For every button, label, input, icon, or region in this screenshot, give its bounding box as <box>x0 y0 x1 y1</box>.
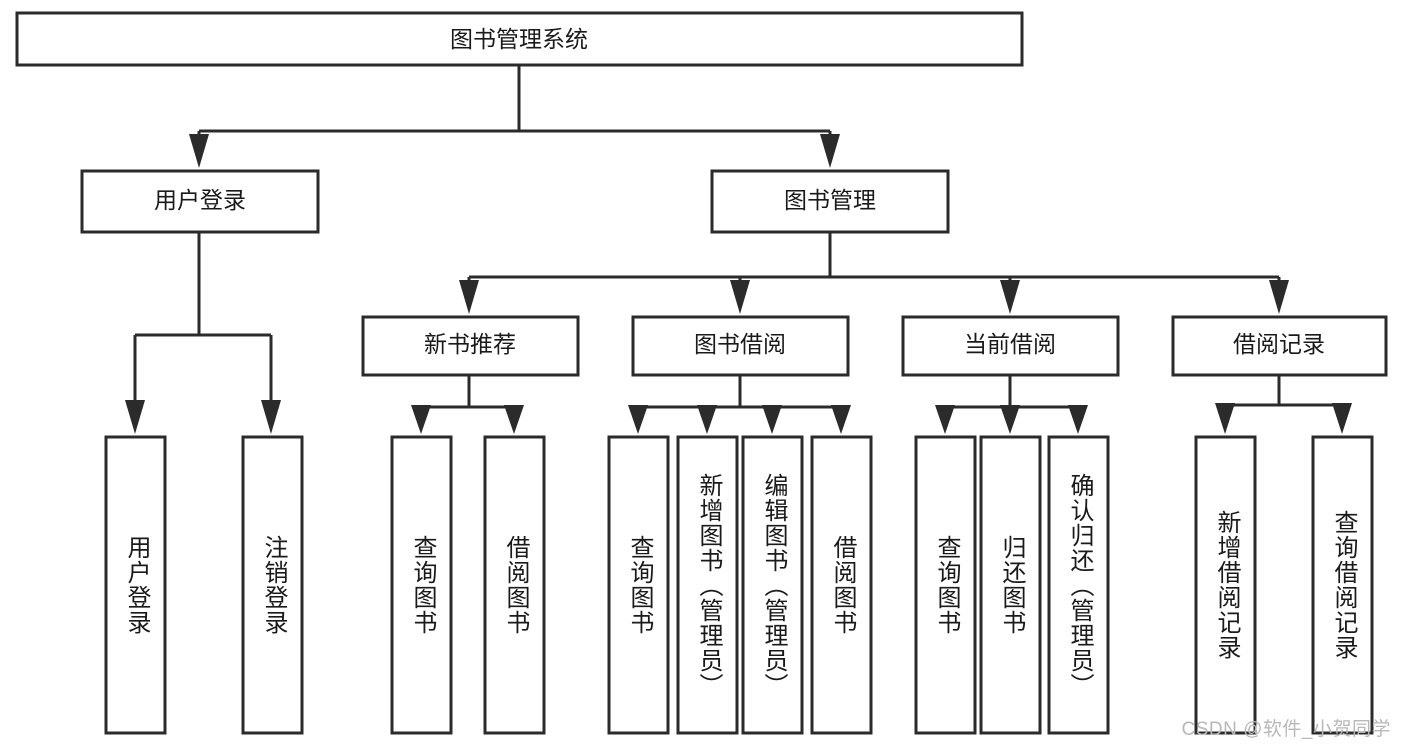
arrow-head-leaf-query-book-2 <box>628 405 648 434</box>
leaf-query-book-2-box[interactable] <box>607 435 670 735</box>
arrow-head-leaf-edit-book <box>762 405 782 434</box>
leaf-user-logout[interactable] <box>241 435 304 735</box>
node-current-borrow-label: 当前借阅 <box>964 331 1056 357</box>
node-book-borrow-label: 图书借阅 <box>694 331 786 357</box>
arrow-head-leaf-borrow-book-1 <box>504 405 524 434</box>
leaf-return-book-box[interactable] <box>979 435 1042 735</box>
leaf-return-book[interactable] <box>979 435 1042 735</box>
leaf-confirm-return-box[interactable] <box>1047 435 1110 735</box>
node-new-book-recommend-label: 新书推荐 <box>424 331 516 357</box>
node-root[interactable]: 图书管理系统 <box>15 11 1024 67</box>
leaf-borrow-book-2[interactable] <box>810 435 873 735</box>
node-borrow-record[interactable]: 借阅记录 <box>1171 315 1388 377</box>
node-borrow-record-box[interactable] <box>1171 315 1388 377</box>
connector-group-current-borrow <box>935 375 1088 434</box>
node-borrow-record-label: 借阅记录 <box>1233 331 1325 357</box>
arrow-head-leaf-confirm-return <box>1068 405 1088 434</box>
arrow-head-new-book-recommend <box>459 280 479 314</box>
leaf-add-record[interactable] <box>1194 435 1257 735</box>
leaf-confirm-return[interactable] <box>1047 435 1110 735</box>
leaf-edit-book[interactable] <box>741 435 804 735</box>
arrow-head-book-management <box>820 134 840 168</box>
leaf-user-login[interactable] <box>104 435 167 735</box>
arrow-head-current-borrow <box>1000 280 1020 314</box>
leaf-user-login-box[interactable] <box>104 435 167 735</box>
leaf-query-record-box[interactable] <box>1311 435 1374 735</box>
node-book-borrow[interactable]: 图书借阅 <box>631 315 850 377</box>
node-root-box[interactable] <box>15 11 1024 67</box>
node-user-login[interactable]: 用户登录 <box>80 169 320 234</box>
arrow-head-leaf-add-book <box>697 405 717 434</box>
connector-group-new-book-recommend <box>411 375 524 434</box>
leaf-query-record[interactable] <box>1311 435 1374 735</box>
connector-group-borrow-record <box>1215 375 1352 434</box>
leaf-query-book-3[interactable] <box>914 435 977 735</box>
connector-group-root <box>189 65 840 168</box>
node-new-book-recommend-box[interactable] <box>361 315 580 377</box>
arrow-head-leaf-borrow-book-2 <box>831 405 851 434</box>
arrow-head-borrow-record <box>1269 280 1289 314</box>
node-new-book-recommend[interactable]: 新书推荐 <box>361 315 580 377</box>
node-root-label: 图书管理系统 <box>450 26 588 52</box>
leaf-query-book-3-box[interactable] <box>914 435 977 735</box>
node-book-borrow-box[interactable] <box>631 315 850 377</box>
leaf-borrow-book-2-box[interactable] <box>810 435 873 735</box>
node-current-borrow-box[interactable] <box>901 315 1120 377</box>
leaf-user-logout-box[interactable] <box>241 435 304 735</box>
leaf-query-book-1-box[interactable] <box>390 435 453 735</box>
node-book-management-box[interactable] <box>710 169 950 234</box>
arrow-head-leaf-query-record <box>1332 403 1352 434</box>
arrow-head-leaf-add-record <box>1215 403 1235 434</box>
arrow-head-leaf-query-book-1 <box>411 405 431 434</box>
watermark-csdn: CSDN @软件_小贺同学 <box>1181 719 1391 740</box>
node-book-management-label: 图书管理 <box>784 187 876 213</box>
leaf-add-book-box[interactable] <box>676 435 739 735</box>
node-user-login-label: 用户登录 <box>154 187 246 213</box>
leaf-add-book[interactable] <box>676 435 739 735</box>
leaf-query-book-2[interactable] <box>607 435 670 735</box>
leaf-edit-book-box[interactable] <box>741 435 804 735</box>
arrow-head-user-login <box>189 134 209 168</box>
leaf-borrow-book-1[interactable] <box>483 435 546 735</box>
node-book-management[interactable]: 图书管理 <box>710 169 950 234</box>
arrow-head-leaf-user-logout <box>261 400 281 434</box>
arrow-head-book-borrow <box>730 280 750 314</box>
connector-group-user-login <box>125 232 281 434</box>
leaf-query-book-1[interactable] <box>390 435 453 735</box>
leaf-borrow-book-1-box[interactable] <box>483 435 546 735</box>
arrow-head-leaf-return-book <box>1000 405 1020 434</box>
node-current-borrow[interactable]: 当前借阅 <box>901 315 1120 377</box>
arrow-head-leaf-user-login <box>125 400 145 434</box>
connector-group-book-borrow <box>628 375 851 434</box>
connector-group-book-management <box>459 232 1289 314</box>
node-user-login-box[interactable] <box>80 169 320 234</box>
arrow-head-leaf-query-book-3 <box>935 405 955 434</box>
leaf-add-record-box[interactable] <box>1194 435 1257 735</box>
